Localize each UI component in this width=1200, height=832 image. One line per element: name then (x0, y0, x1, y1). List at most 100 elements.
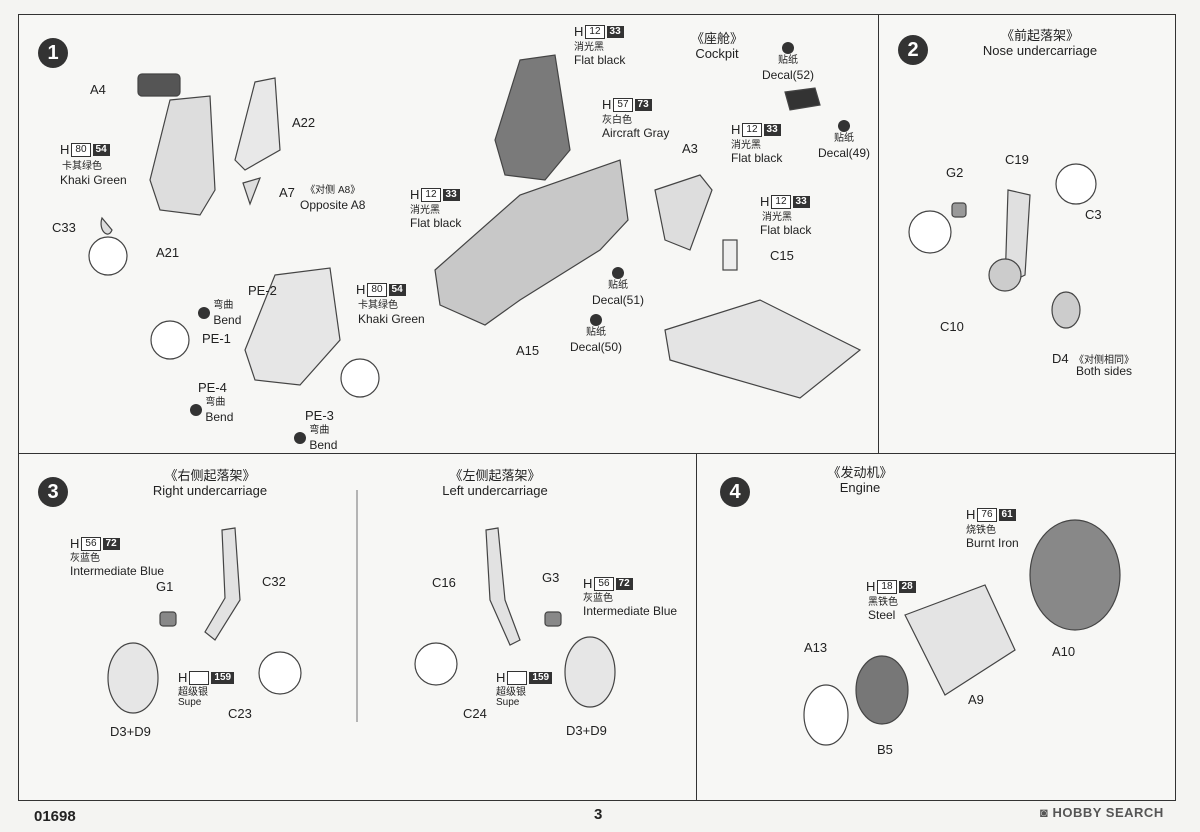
decal-52: 贴纸 Decal(52) (762, 40, 814, 82)
paint-code-1: 80 (71, 142, 91, 157)
part-label-c23: C23 (228, 706, 252, 721)
decal-51-label: Decal(51) (592, 293, 645, 307)
decal-icon (612, 266, 625, 279)
bend-cn: 弯曲 (205, 397, 226, 408)
paint-supe-2-cn: 超级银 (496, 687, 526, 698)
hobby-search-watermark: ◙ HOBBY SEARCH (1040, 805, 1164, 820)
part-label-c24: C24 (463, 706, 487, 721)
part-a15-tub-drawing (434, 159, 629, 326)
decal-cn: 贴纸 (608, 280, 629, 291)
paint-code-1: 12 (742, 122, 762, 137)
paint-code-2: 54 (388, 283, 406, 296)
paint-flat-4-en: Flat black (760, 223, 812, 237)
part-g3-drawing (544, 611, 562, 627)
paint-supe-1-cn: 超级银 (178, 687, 208, 698)
part-label-g1: G1 (156, 579, 174, 594)
paint-gray-cn: 灰白色 (602, 115, 632, 126)
part-label-pe3: PE-3 (305, 408, 334, 423)
part-d4-drawing (1051, 291, 1081, 329)
part-label-c15: C15 (770, 248, 794, 263)
cockpit-title: 《座舱》 Cockpit (672, 31, 762, 61)
paint-flat-1: H 12 33 (574, 24, 624, 39)
paint-code-1: 12 (585, 24, 605, 39)
paint-burnt-iron-en: Burnt Iron (966, 536, 1019, 550)
step2-title-en: Nose undercarriage (982, 43, 1098, 58)
paint-steel-en: Steel (868, 608, 896, 622)
part-label-d4: D4 (1052, 351, 1069, 366)
decal-49-label: Decal(49) (818, 146, 871, 160)
bend-note-1: 弯曲 Bend (198, 299, 241, 327)
part-b5-drawing (855, 655, 909, 725)
paint-code-2: 72 (102, 537, 120, 550)
paint-flat-2-cn: 消光黑 (410, 205, 440, 216)
paint-code-1: 12 (771, 194, 791, 209)
paint-steel-cn: 黑铁色 (868, 597, 898, 608)
part-c32-drawing (204, 527, 241, 641)
decal-icon (782, 41, 795, 54)
ejection-seat-drawing (494, 54, 571, 181)
bend-icon (198, 307, 210, 319)
paint-flat-4-cn: 消光黑 (762, 212, 792, 223)
decal-cn: 贴纸 (778, 55, 799, 66)
left-undercarriage-title: 《左侧起落架》 Left undercarriage (415, 468, 575, 498)
step4-title-cn: 《发动机》 (827, 465, 893, 480)
paint-flat-1-cn: 消光黑 (574, 42, 604, 53)
paint-code-1: 76 (977, 507, 997, 522)
paint-burnt-iron-cn: 烧铁色 (966, 525, 996, 536)
cockpit-title-en: Cockpit (695, 46, 739, 61)
paint-code-2: 33 (442, 188, 460, 201)
paint-burnt-iron: H 76 61 (966, 507, 1016, 522)
right-title-en: Right undercarriage (152, 483, 268, 498)
part-label-d3d9-left: D3+D9 (566, 723, 607, 738)
step-number: 1 (38, 38, 68, 68)
c33-detail-circle (88, 236, 128, 276)
paint-code-1: 12 (421, 187, 441, 202)
step-number: 2 (898, 35, 928, 65)
paint-flat-1-en: Flat black (574, 53, 626, 67)
paint-flat-3-en: Flat black (731, 151, 783, 165)
part-label-c10: C10 (940, 319, 964, 334)
paint-code-2: 73 (634, 98, 652, 111)
paint-code-1 (189, 670, 210, 685)
paint-khaki-2-cn: 卡其绿色 (358, 300, 398, 311)
part-label-a22: A22 (292, 115, 316, 130)
seat2-drawing (244, 267, 341, 386)
part-label-g3: G3 (542, 570, 560, 585)
part-a9-drawing (904, 584, 1016, 696)
paint-code-1: 80 (367, 282, 387, 297)
paint-supe-2-en: Supe (496, 697, 520, 708)
paint-code-1: 57 (613, 97, 633, 112)
part-a10-drawing (1029, 519, 1121, 631)
paint-steel: H 18 28 (866, 579, 916, 594)
part-label-a13: A13 (804, 640, 828, 655)
part-label-b5: B5 (877, 742, 893, 757)
bend-note-3: 弯曲 Bend (294, 424, 337, 452)
paint-code-2: 159 (529, 671, 553, 684)
hobby-h: H (496, 670, 506, 685)
hobby-h: H (731, 122, 741, 137)
decal-52-label: Decal(52) (762, 68, 815, 82)
cockpit-title-cn: 《座舱》 (690, 31, 743, 46)
paint-flat-3: H 12 33 (731, 122, 781, 137)
step4-title-en: Engine (839, 480, 881, 495)
paint-code-2: 28 (898, 580, 916, 593)
hobby-h: H (583, 576, 593, 591)
part-label-a9: A9 (968, 692, 984, 707)
part-label-a15: A15 (516, 343, 540, 358)
paint-code-2: 159 (211, 671, 235, 684)
step4-title: 《发动机》 Engine (810, 465, 910, 495)
paint-code-2: 61 (998, 508, 1016, 521)
paint-khaki-2-en: Khaki Green (358, 312, 425, 326)
part-decal52-item (784, 87, 821, 111)
part-a7-drawing (242, 177, 261, 206)
paint-code-1 (507, 670, 528, 685)
part-label-c3: C3 (1085, 207, 1102, 222)
product-code: 01698 (34, 808, 76, 825)
part-g1-drawing (159, 611, 177, 627)
paint-blue-2: H 56 72 (583, 576, 633, 591)
paint-code-2: 72 (615, 577, 633, 590)
decal-cn: 贴纸 (586, 327, 607, 338)
camera-icon: ◙ (1040, 805, 1049, 820)
paint-supe-1: H 159 (178, 670, 235, 685)
part-label-a3: A3 (682, 141, 698, 156)
